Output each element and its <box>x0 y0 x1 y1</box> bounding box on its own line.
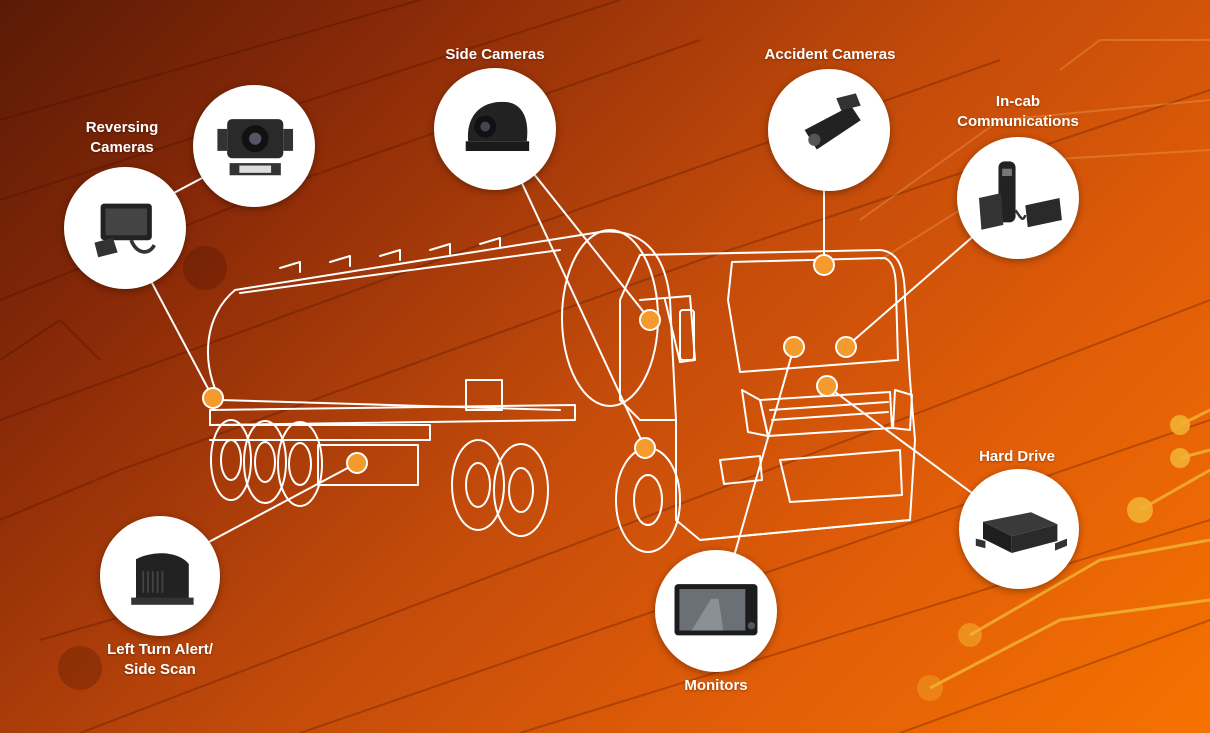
dash-camera-icon <box>804 93 861 150</box>
reversing-monitor-icon <box>94 203 156 258</box>
side-camera-product <box>434 68 556 190</box>
hard-drive-product <box>959 469 1079 589</box>
label-in-cab-communications: In-cab Communications <box>957 93 1079 130</box>
label-side-cameras: Side Cameras <box>445 46 545 63</box>
monitors-product <box>655 550 777 672</box>
in-cab-communications-product <box>957 137 1079 259</box>
reversing-monitor-product <box>64 167 186 289</box>
label-left-turn-alert: Left Turn Alert/ Side Scan <box>107 641 213 678</box>
dvr-hard-drive-icon <box>975 512 1067 553</box>
tanker-truck-outline <box>207 229 916 553</box>
label-accident-cameras: Accident Cameras <box>764 46 896 63</box>
label-hard-drive: Hard Drive <box>979 448 1055 465</box>
cb-radio-handset-icon <box>978 161 1062 230</box>
side-scan-sensor-icon <box>131 553 194 605</box>
reversing-camera-icon <box>217 119 294 176</box>
label-reversing-cameras: Reversing Cameras <box>85 119 159 156</box>
accident-camera-product <box>768 69 890 191</box>
side-camera-icon <box>465 101 530 151</box>
reversing-camera-product <box>193 85 315 207</box>
display-monitor-icon <box>674 584 758 636</box>
label-monitors: Monitors <box>684 677 748 694</box>
marker-dots <box>202 254 857 474</box>
left-turn-alert-product <box>100 516 220 636</box>
